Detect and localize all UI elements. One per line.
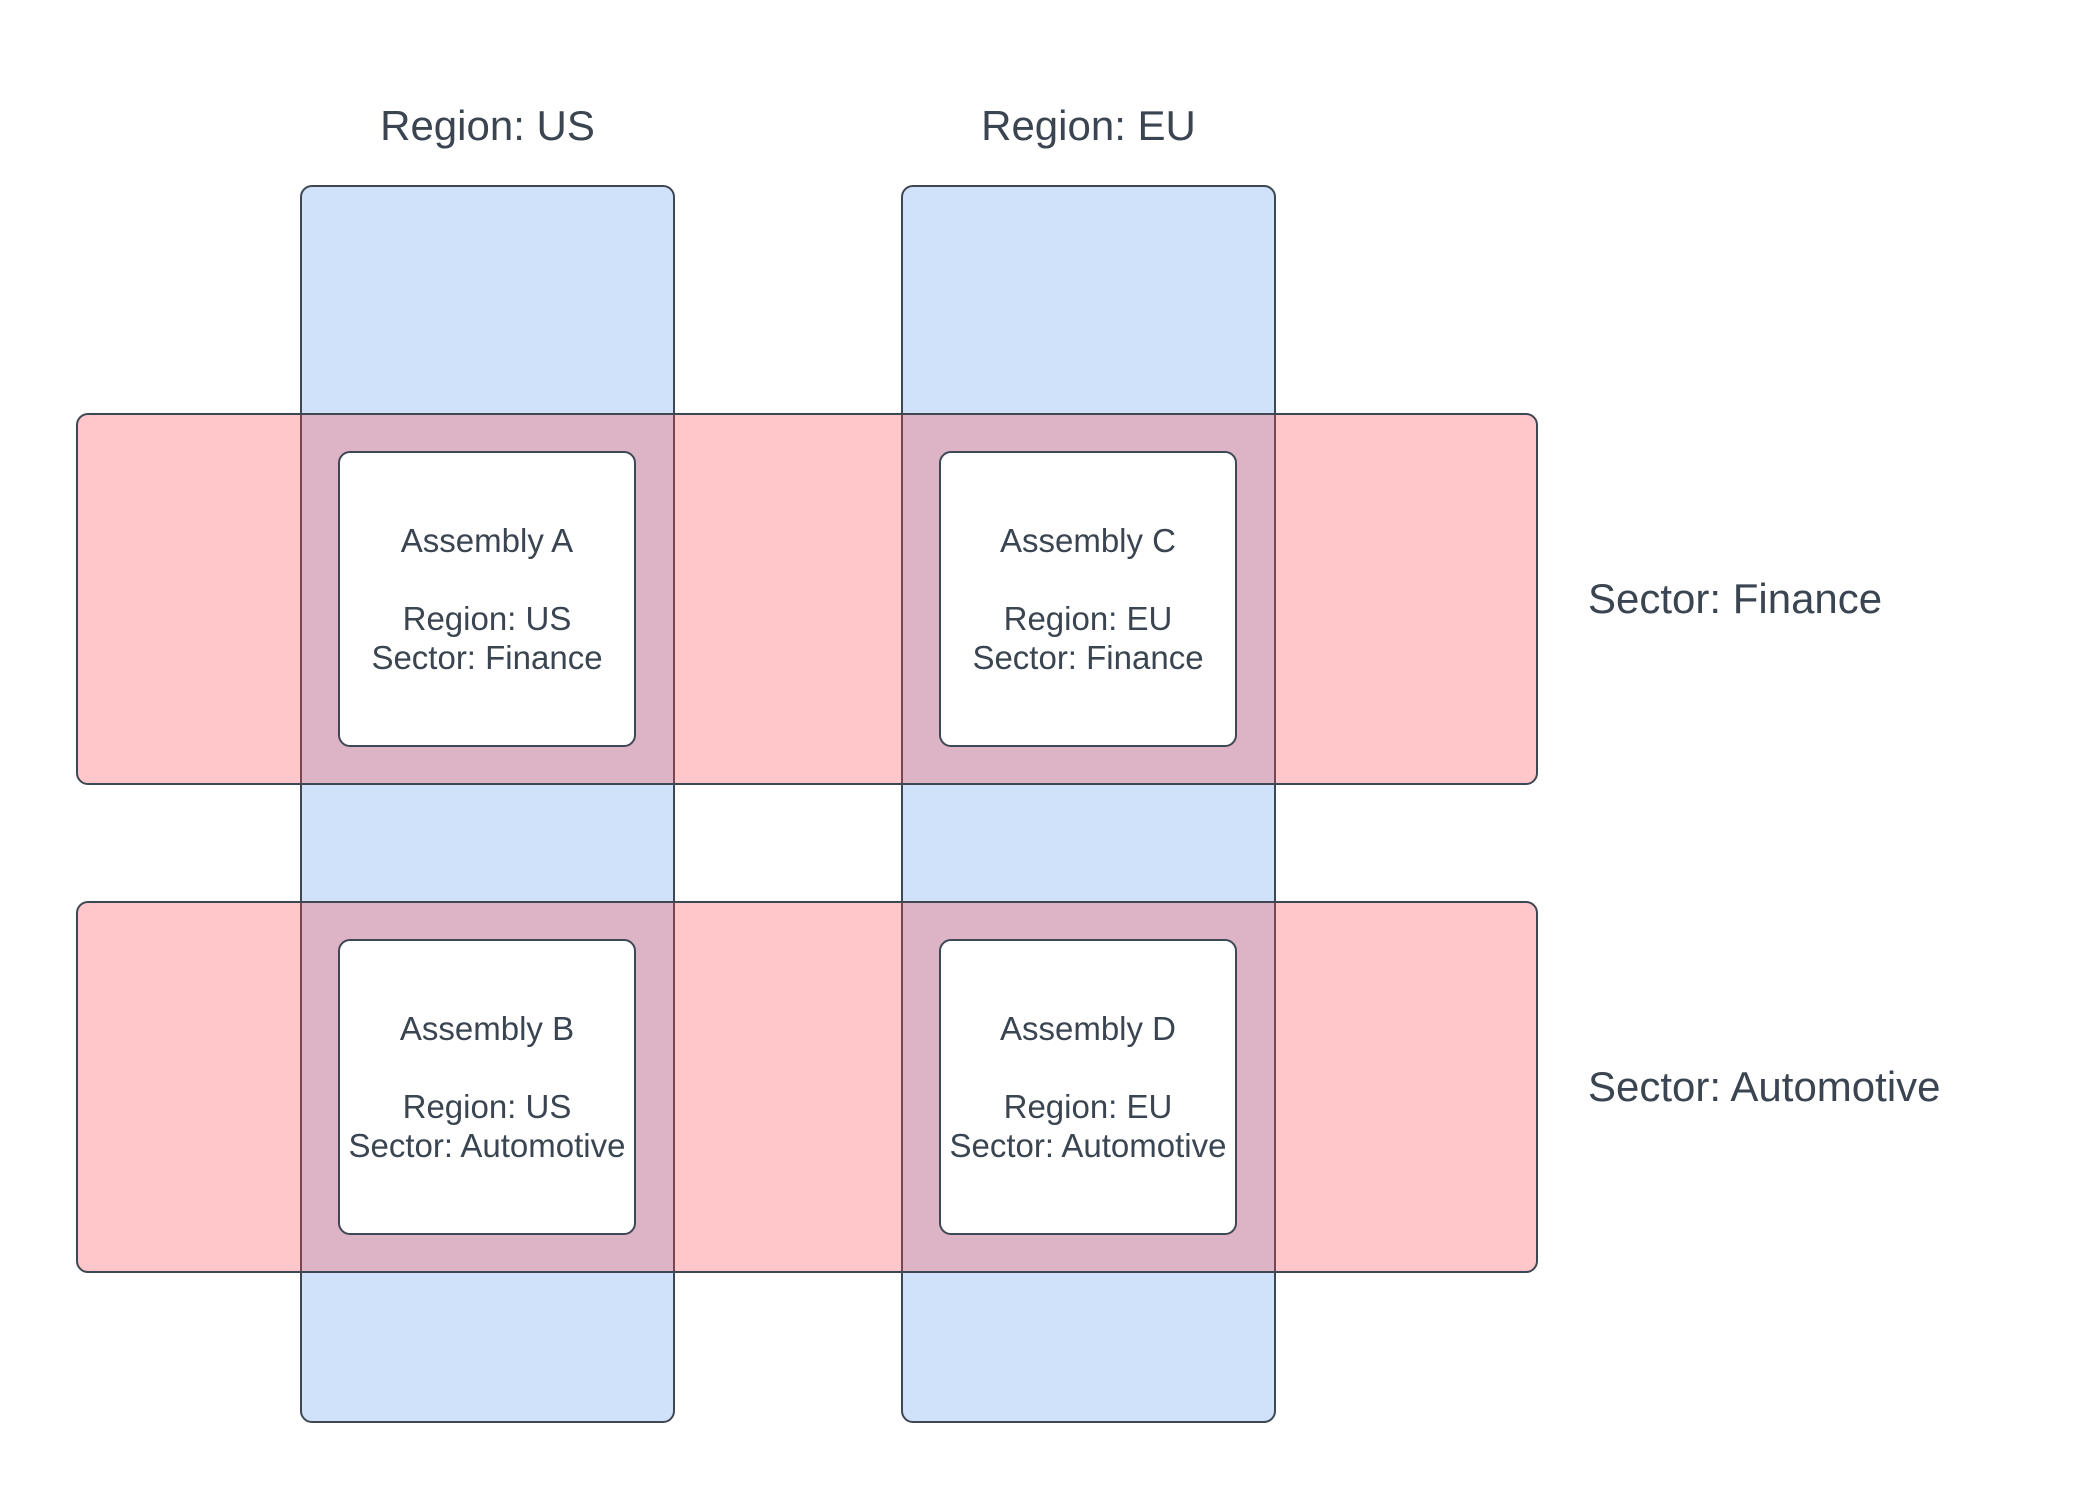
card-region-line: Region: EU	[1003, 1088, 1173, 1125]
region-header-us: Region: US	[380, 102, 595, 149]
sector-row-finance	[76, 413, 1538, 785]
region-header-eu: Region: EU	[981, 102, 1196, 149]
sector-label-automotive: Sector: Automotive	[1588, 1063, 1941, 1110]
sector-row-automotive	[76, 901, 1538, 1273]
card-region-line: Region: US	[402, 1088, 572, 1125]
assembly-card-c: Assembly C Region: EU Sector: Finance	[939, 451, 1237, 747]
card-title: Assembly A	[400, 522, 574, 559]
card-title: Assembly C	[999, 522, 1177, 559]
card-sector-line: Sector: Automotive	[949, 1127, 1227, 1164]
card-region-line: Region: US	[402, 600, 572, 637]
assembly-card-d: Assembly D Region: EU Sector: Automotive	[939, 939, 1237, 1235]
card-title: Assembly D	[999, 1010, 1177, 1047]
card-title: Assembly B	[399, 1010, 575, 1047]
assembly-card-b: Assembly B Region: US Sector: Automotive	[338, 939, 636, 1235]
sector-label-finance: Sector: Finance	[1588, 575, 1883, 622]
card-region-line: Region: EU	[1003, 600, 1173, 637]
card-sector-line: Sector: Finance	[972, 639, 1204, 676]
assembly-card-a: Assembly A Region: US Sector: Finance	[338, 451, 636, 747]
card-sector-line: Sector: Automotive	[348, 1127, 626, 1164]
card-sector-line: Sector: Finance	[371, 639, 603, 676]
